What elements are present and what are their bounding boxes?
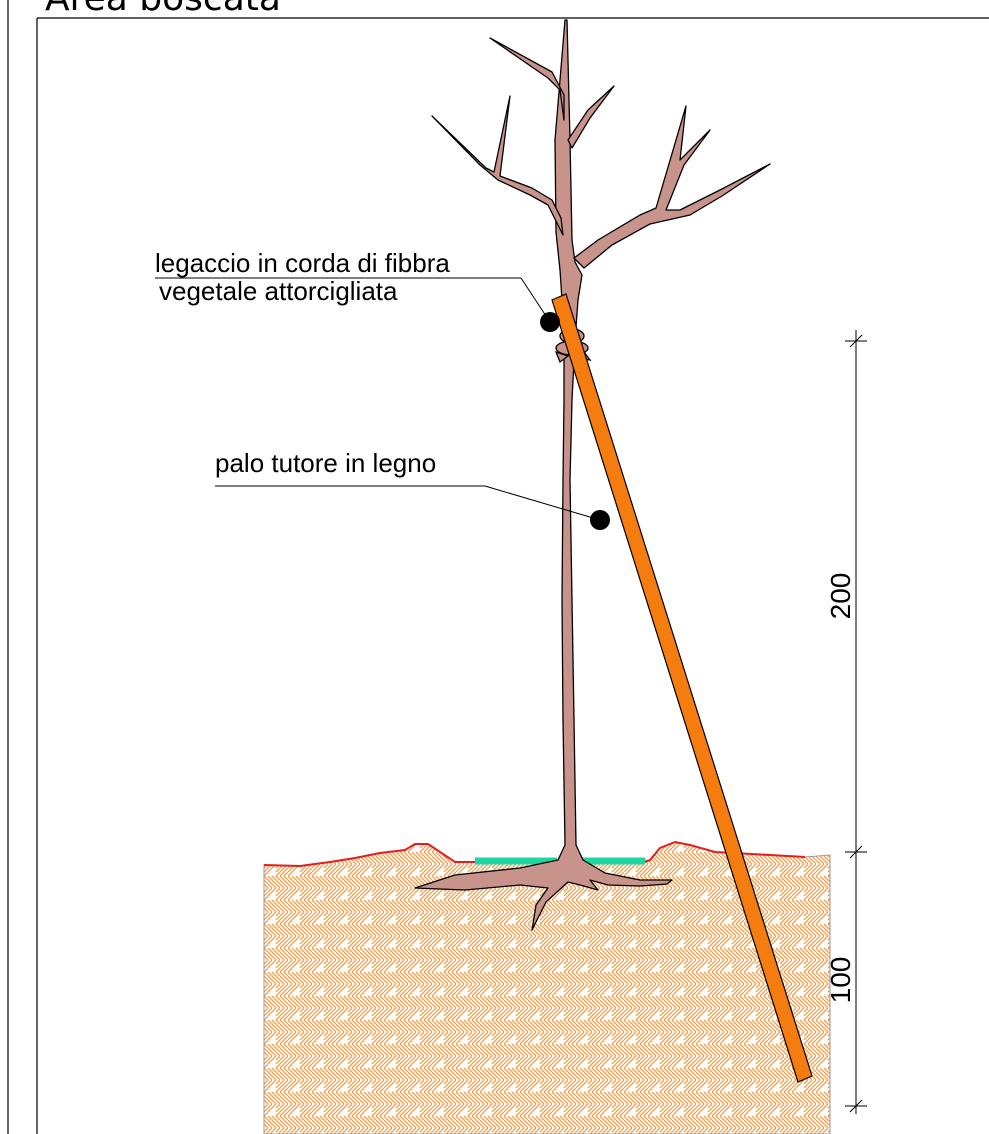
branch-upper-left	[489, 37, 565, 121]
branch-left-main	[431, 95, 564, 236]
branch-upper-right	[567, 85, 615, 149]
dimension-line	[845, 330, 867, 1114]
dimension-label-100: 100	[825, 957, 856, 1004]
dimension-label-200: 200	[825, 573, 856, 620]
page-title: Area boscata	[45, 0, 281, 19]
wooden-stake	[551, 293, 813, 1083]
tree-trunk	[414, 19, 673, 931]
leader-stake-diagonal	[484, 485, 601, 521]
leader-stake-dot	[590, 510, 610, 530]
label-wooden-stake: palo tutore in legno	[215, 448, 436, 478]
leader-rope-dot	[540, 312, 560, 332]
tree	[414, 19, 771, 931]
branch-right-main	[573, 105, 771, 269]
ground-line	[263, 840, 806, 868]
label-rope-tie-line2: vegetale attorcigliata	[159, 276, 398, 306]
label-rope-tie-line1: legaccio in corda di fibbra	[155, 248, 450, 278]
